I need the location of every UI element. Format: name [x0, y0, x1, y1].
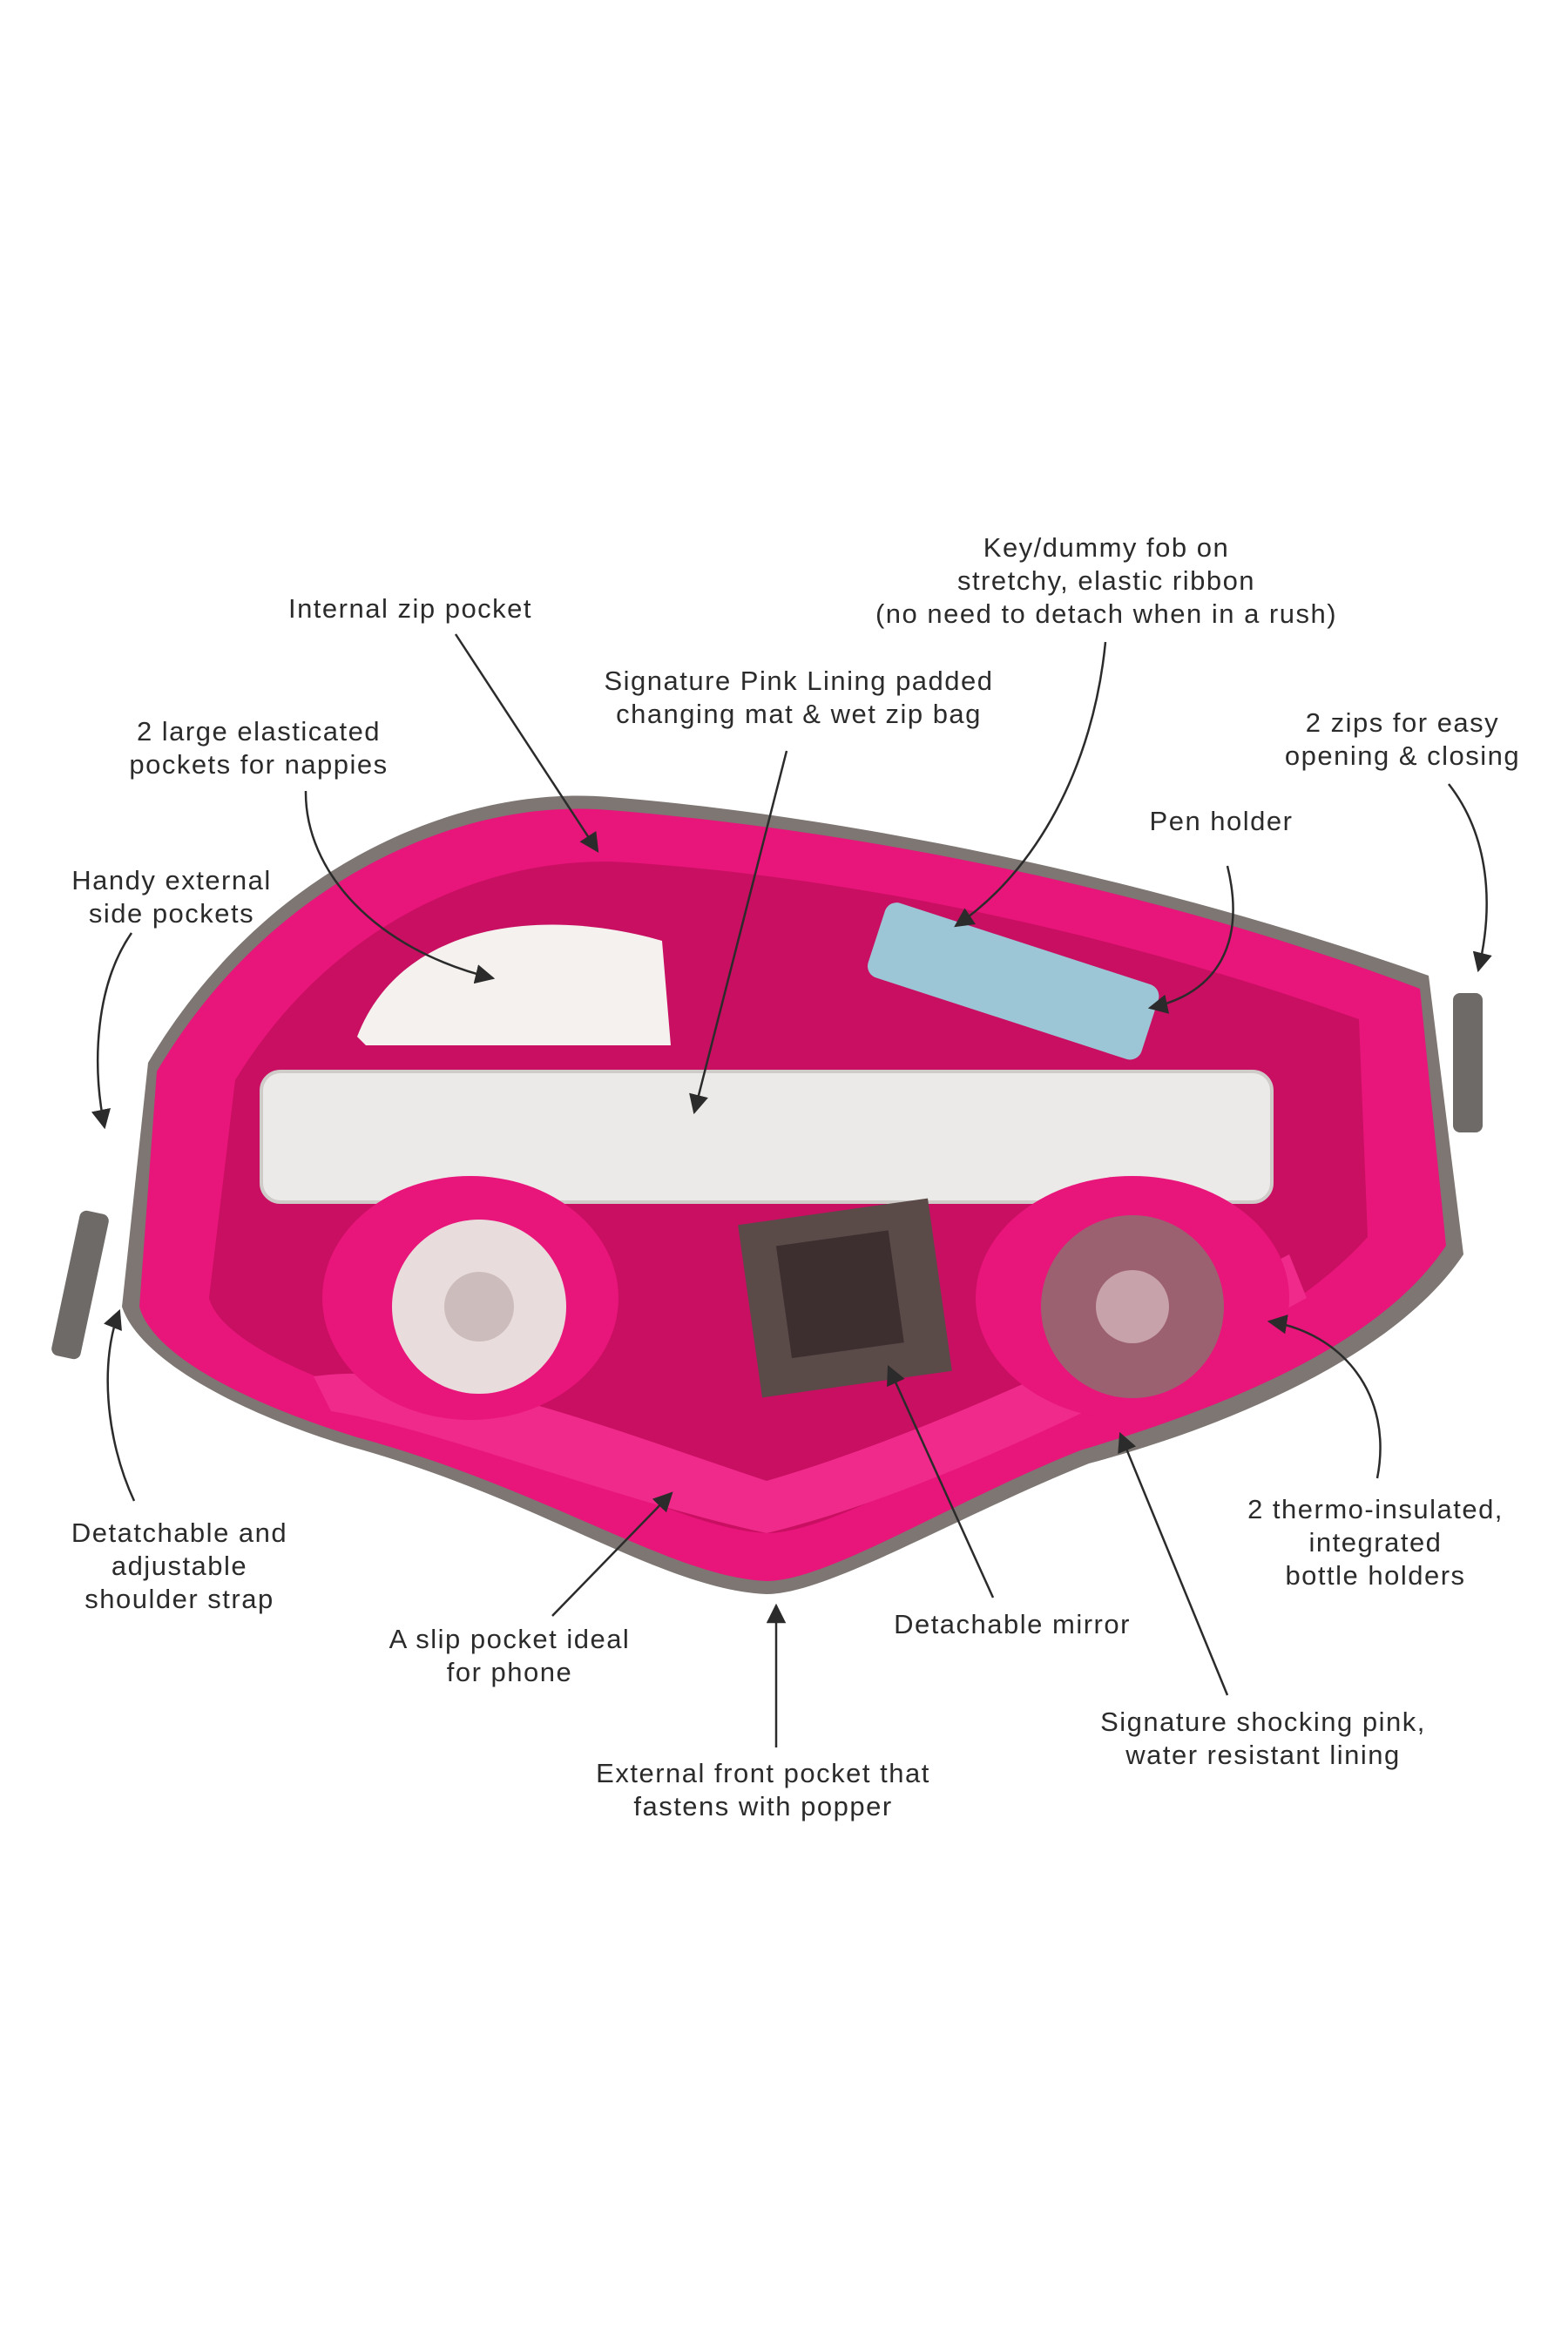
callout-line: Signature Pink Lining padded — [604, 666, 994, 696]
zip-puller-right — [1453, 993, 1483, 1132]
callout-internal-zip: Internal zip pocket — [288, 592, 532, 625]
arrow-pen-holder — [1147, 865, 1234, 1014]
callout-line: 2 large elasticated — [136, 716, 382, 747]
callout-changing-mat: Signature Pink Lining padded changing ma… — [604, 665, 993, 731]
callout-lining: Signature shocking pink, water resistant… — [1100, 1706, 1426, 1772]
arrow-lining — [1118, 1431, 1229, 1696]
callout-side-pockets: Handy external side pockets — [71, 864, 272, 930]
callout-line: A slip pocket ideal — [389, 1624, 631, 1654]
callout-line: changing mat & wet zip bag — [616, 699, 982, 729]
callout-line: (no need to detach when in a rush) — [875, 598, 1338, 629]
callout-bottle-holders: 2 thermo-insulated, integrated bottle ho… — [1247, 1493, 1504, 1592]
callout-line: Handy external — [71, 865, 272, 896]
callout-line: fastens with popper — [633, 1791, 893, 1821]
arrow-shoulder-strap — [104, 1308, 136, 1502]
callout-line: Detachable mirror — [894, 1609, 1131, 1639]
callout-two-zips: 2 zips for easy opening & closing — [1285, 706, 1520, 773]
arrow-slip-pocket — [551, 1491, 673, 1617]
changing-mat — [260, 1070, 1274, 1204]
callout-line: integrated — [1308, 1527, 1443, 1558]
arrow-nappy-pockets — [304, 790, 496, 984]
arrow-bottle-holders — [1267, 1315, 1382, 1479]
callout-line: bottle holders — [1285, 1560, 1466, 1591]
callout-line: water resistant lining — [1125, 1740, 1401, 1770]
pen-holder — [868, 902, 1159, 1060]
callout-line: Detatchable and — [71, 1517, 288, 1548]
callout-pen-holder: Pen holder — [1150, 805, 1294, 838]
arrow-internal-zip — [454, 633, 599, 853]
callout-line: pockets for nappies — [129, 749, 389, 780]
callout-shoulder-strap: Detatchable and adjustable shoulder stra… — [71, 1517, 287, 1616]
callout-front-pocket: External front pocket that fastens with … — [596, 1757, 930, 1823]
callout-line: for phone — [446, 1657, 573, 1687]
callout-line: Signature shocking pink, — [1100, 1707, 1426, 1737]
callout-slip-pocket: A slip pocket ideal for phone — [389, 1623, 631, 1689]
nappies — [357, 924, 671, 1045]
callout-line: 2 thermo-insulated, — [1247, 1494, 1504, 1524]
zip-puller-left — [51, 1210, 109, 1360]
callout-nappy-pockets: 2 large elasticated pockets for nappies — [129, 715, 388, 781]
callout-line: adjustable — [111, 1551, 248, 1581]
callout-line: Key/dummy fob on — [983, 532, 1230, 563]
callout-line: side pockets — [88, 898, 255, 929]
callout-line: 2 zips for easy — [1305, 707, 1500, 738]
callout-line: stretchy, elastic ribbon — [956, 565, 1256, 596]
arrow-side-pockets — [91, 932, 133, 1130]
arrow-key-fob — [954, 641, 1107, 928]
arrow-mirror — [887, 1364, 995, 1598]
callout-line: shoulder strap — [84, 1584, 274, 1614]
callout-line: Internal zip pocket — [287, 593, 533, 624]
callout-key-fob: Key/dummy fob on stretchy, elastic ribbo… — [875, 531, 1337, 631]
callout-line: opening & closing — [1284, 740, 1521, 771]
arrow-two-zips — [1448, 783, 1492, 973]
callout-mirror: Detachable mirror — [894, 1608, 1131, 1641]
callout-line: Pen holder — [1149, 806, 1294, 836]
callout-line: External front pocket that — [596, 1758, 930, 1788]
arrow-changing-mat — [689, 750, 788, 1115]
